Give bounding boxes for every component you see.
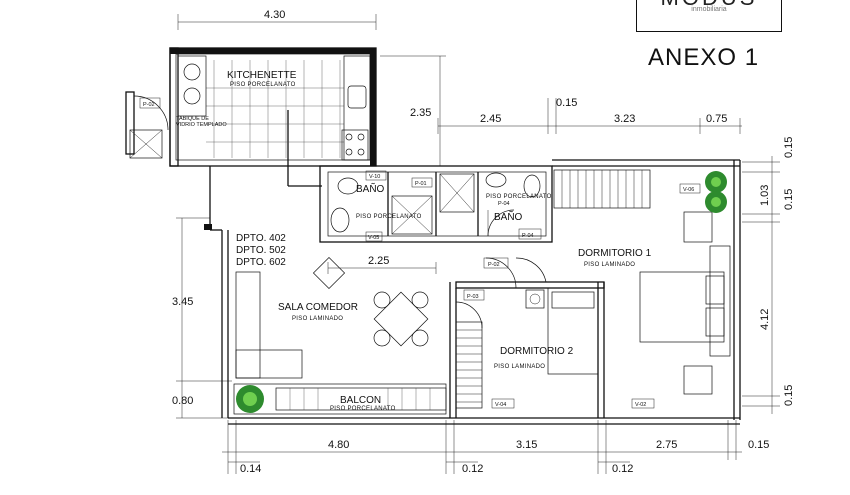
dim-right-e: 0.15 <box>783 385 795 406</box>
tabique-note: TABIQUE DE <box>176 116 209 122</box>
dim-living-inner: 2.25 <box>368 255 389 267</box>
stairs <box>455 169 651 409</box>
balcon-floor: PISO PORCELANATO <box>330 406 396 412</box>
bath-fixtures <box>330 172 541 237</box>
dim-kitchen-depth: 2.35 <box>410 107 431 119</box>
dim-right-c: 0.15 <box>783 189 795 210</box>
dim-right-a: 0.15 <box>783 137 795 158</box>
tag-v10: V-10 <box>369 174 380 180</box>
dim-low-a: 0.14 <box>240 463 261 475</box>
dim-gap-top: 0.15 <box>556 97 577 109</box>
bedroom-furniture <box>525 211 731 395</box>
tag-v04: V-04 <box>495 402 506 408</box>
bano1-label: BAÑO <box>356 182 385 195</box>
dim-right-d: 4.12 <box>759 309 771 330</box>
dim-bottom-b: 3.15 <box>516 439 537 451</box>
dormitorio2-floor: PISO LAMINADO <box>494 364 545 370</box>
dimension-lines <box>176 14 780 474</box>
dormitorio1-label: DORMITORIO 1 <box>578 248 652 259</box>
dim-low-b: 0.12 <box>462 463 483 475</box>
tag-p04b: P-04 <box>498 201 510 207</box>
dim-top-width: 4.30 <box>264 9 285 21</box>
dim-bed1-width: 3.23 <box>614 113 635 125</box>
walls <box>125 47 741 425</box>
dim-right-edge: 0.75 <box>706 113 727 125</box>
bano2-label: BAÑO <box>494 210 523 223</box>
unit-502: DPTO. 502 <box>236 245 286 256</box>
brand-name: MODUS <box>637 0 781 11</box>
tag-p02-left: P-02 <box>143 102 155 108</box>
tag-boxes <box>139 97 701 409</box>
kitchen-tile-grid <box>177 55 371 161</box>
sala-floor: PISO LAMINADO <box>292 316 343 322</box>
dim-left-a: 3.45 <box>172 296 193 308</box>
dim-right-b: 1.03 <box>759 185 771 206</box>
door-swings <box>133 95 547 329</box>
tag-p04: P-04 <box>522 233 534 239</box>
bano1-floor: PISO PORCELANATO <box>356 214 422 220</box>
brand-subtitle: inmobiliaria <box>691 6 727 13</box>
bano2-floor: PISO PORCELANATO <box>486 194 552 200</box>
tag-p03: P-03 <box>467 294 479 300</box>
unit-402: DPTO. 402 <box>236 233 286 244</box>
balcon-label: BALCON <box>340 395 381 406</box>
tag-v06: V-06 <box>683 187 694 193</box>
sala-label: SALA COMEDOR <box>278 302 358 313</box>
balcony <box>233 383 447 415</box>
tag-p01: P-01 <box>415 181 427 187</box>
tag-v05: V-05 <box>368 235 379 241</box>
tag-v02: V-02 <box>635 402 646 408</box>
unit-602: DPTO. 602 <box>236 257 286 268</box>
annex-title: ANEXO 1 <box>648 44 760 71</box>
dormitorio2-label: DORMITORIO 2 <box>500 346 574 357</box>
kitchenette-label: KITCHENETTE <box>227 70 297 81</box>
dim-bottom-d: 0.15 <box>748 439 769 451</box>
kitchenette-floor: PISO PORCELANATO <box>230 82 296 88</box>
dim-bottom-c: 2.75 <box>656 439 677 451</box>
living-furniture <box>235 256 429 379</box>
vidrio-note: VIDRIO TEMPLADO <box>176 122 227 128</box>
dim-left-b: 0.80 <box>172 395 193 407</box>
tag-p02-mid: P-02 <box>488 262 500 268</box>
plant-icons <box>236 171 727 413</box>
dim-bottom-a: 4.80 <box>328 439 349 451</box>
dim-bath-width: 2.45 <box>480 113 501 125</box>
brand-logo: MODUS inmobiliaria <box>636 0 782 32</box>
dormitorio1-floor: PISO LAMINADO <box>584 262 635 268</box>
dim-low-c: 0.12 <box>612 463 633 475</box>
